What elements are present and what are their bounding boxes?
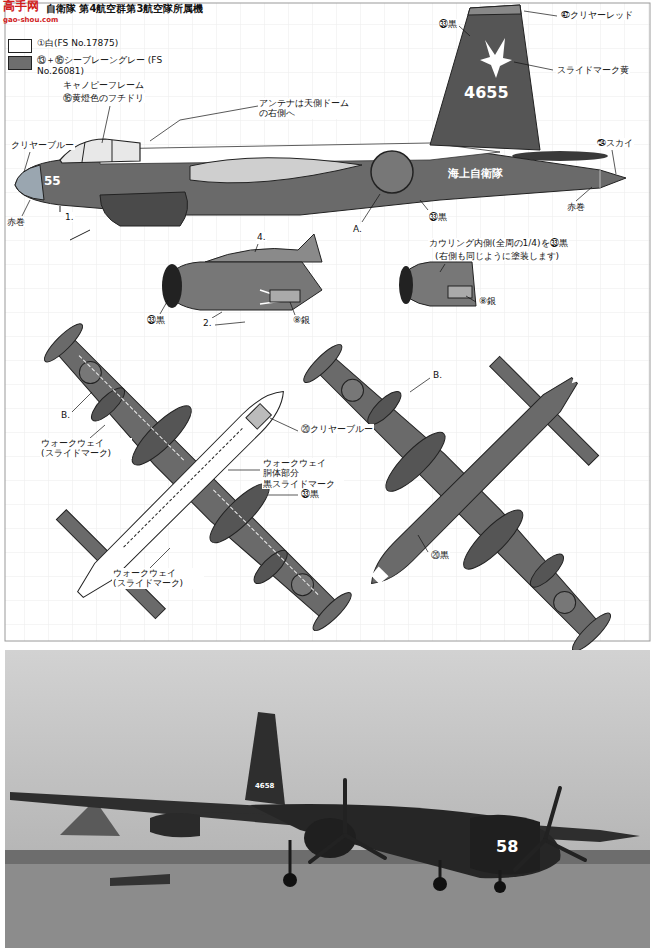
paint-note: スライドマーク黄 <box>556 65 630 75</box>
view-label: B. <box>60 410 71 420</box>
serial-number: 4658 <box>255 782 274 790</box>
view-label: B. <box>432 370 443 380</box>
photo <box>5 650 650 948</box>
legend-text: ①白(FS No.17875) <box>37 38 177 49</box>
part-number: 1. <box>64 212 75 222</box>
paint-note: アンテナは天側ドーム の右側へ <box>258 98 360 119</box>
paint-note: クリヤーブルー <box>10 140 75 150</box>
marking-text: 海上自衛隊 <box>448 168 503 181</box>
paint-note: ㉝黒 <box>300 489 320 499</box>
legend-swatch <box>8 39 32 53</box>
paint-note: ⑧銀 <box>292 315 311 325</box>
paint-note: ⑳クリヤーブルー <box>300 424 374 434</box>
paint-note: ウォークウェイ 胴体部分 黒スライドマーク <box>262 458 344 489</box>
legend-swatch <box>8 56 32 70</box>
title-text: 自衛隊 第4航空群第3航空隊所属機 <box>46 3 206 15</box>
serial-number: 4655 <box>464 84 509 102</box>
paint-note: ㊼クリヤーレッド <box>560 10 634 20</box>
paint-note: ㉝黒 <box>438 19 458 29</box>
paint-note: ウォークウェイ (スライドマーク) <box>112 568 204 589</box>
paint-note: ウォークウェイ (スライドマーク) <box>40 438 132 459</box>
paint-note: カウリング内側(全周の1/4)を㉝黒 <box>428 238 569 248</box>
aircraft-number: 58 <box>496 838 518 856</box>
side-view <box>15 5 626 240</box>
watermark: gao-shou.com <box>3 16 58 24</box>
watermark: 高手网 <box>3 0 39 14</box>
part-number: 2. <box>202 318 213 328</box>
legend-text: ⑬＋⑯シーブレーングレー (FS No.26081) <box>37 55 177 77</box>
paint-note: ㉝黒 <box>428 212 448 222</box>
paint-note: ⑯黄燈色のフチドリ <box>62 93 145 103</box>
paint-note: 赤巻 <box>566 202 586 212</box>
paint-note: 赤巻 <box>6 217 26 227</box>
legend-row: ⑬＋⑯シーブレーングレー (FS No.26081) <box>8 55 177 77</box>
paint-note: ⑳黒 <box>430 550 450 560</box>
paint-note: (右側も同じように塗装します) <box>434 251 560 261</box>
legend-row: ①白(FS No.17875) <box>8 38 177 53</box>
paint-note: キャノピーフレーム <box>62 80 145 90</box>
view-label: A. <box>352 224 363 234</box>
paint-note: ㉝黒 <box>146 315 166 325</box>
paint-note: ⑧銀 <box>478 296 497 306</box>
paint-note: ㉔スカイ <box>596 138 634 148</box>
aircraft-number: 55 <box>44 175 61 189</box>
part-number: 4. <box>256 232 267 242</box>
